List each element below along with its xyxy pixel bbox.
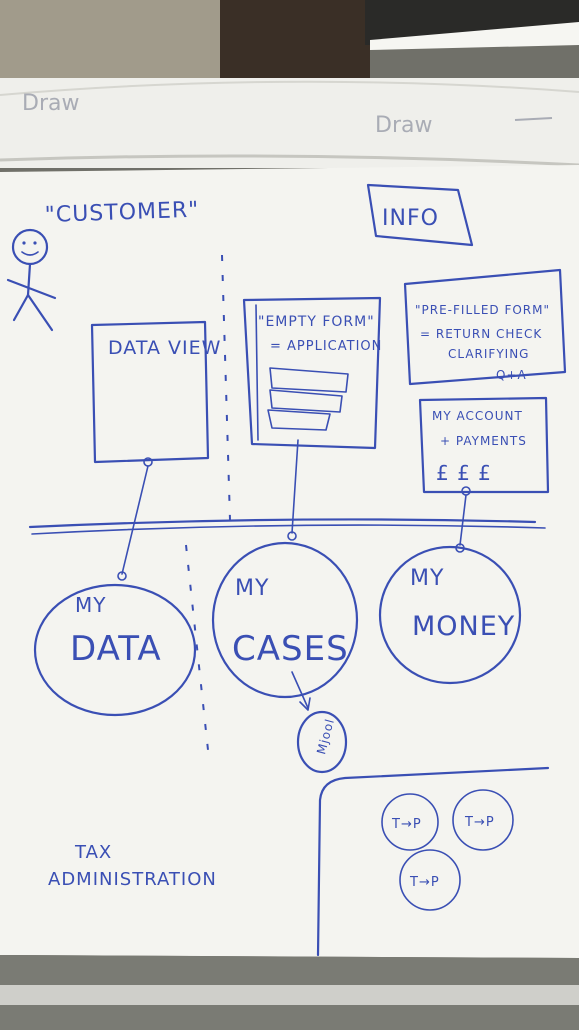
connector-data <box>121 465 149 575</box>
account-line3: £ £ £ <box>436 461 492 485</box>
workflow-area-border <box>316 766 550 957</box>
my-money-label-1: MY <box>410 566 444 591</box>
empty-form-line1: "EMPTY FORM" <box>258 314 375 330</box>
my-cases-label-1: MY <box>235 576 269 601</box>
my-money-circle[interactable]: MY MONEY <box>378 545 522 685</box>
tax-label-1: TAX <box>74 842 112 863</box>
separator-top <box>221 254 231 521</box>
form-fields-icon <box>267 367 349 431</box>
data-view-label: DATA VIEW <box>108 337 221 359</box>
my-data-label-1: MY <box>75 593 106 617</box>
prefilled-line4: Q+A <box>496 368 527 382</box>
connector-money <box>459 494 467 546</box>
prefilled-line3: CLARIFYING <box>448 347 529 361</box>
my-cases-circle[interactable]: MY CASES <box>211 541 359 699</box>
account-line2: + PAYMENTS <box>440 434 527 448</box>
workflow-node-3[interactable]: T→P <box>399 849 461 911</box>
tax-label-2: ADMINISTRATION <box>48 869 217 890</box>
workflow-node-2[interactable]: T→P <box>452 789 514 851</box>
ceiling-light <box>370 22 579 50</box>
info-label: INFO <box>382 206 439 231</box>
customer-label: "CUSTOMER" <box>44 198 199 228</box>
divider-line-2 <box>31 524 546 535</box>
account-panel[interactable]: MY ACCOUNT + PAYMENTS £ £ £ <box>418 396 550 496</box>
connector-cases <box>291 439 299 534</box>
wall-panel-left <box>0 0 220 80</box>
workflow-node-3-label: T→P <box>409 875 440 890</box>
data-view-panel[interactable]: DATA VIEW <box>90 320 221 467</box>
divider-line-1 <box>28 518 537 529</box>
my-money-label-2: MONEY <box>412 611 515 642</box>
my-cases-label-2: CASES <box>232 629 349 669</box>
empty-form-panel[interactable]: "EMPTY FORM" = APPLICATION <box>242 296 382 450</box>
workflow-node-2-label: T→P <box>464 815 495 830</box>
faint-draw-right: Draw <box>375 113 432 138</box>
empty-form-line2: = APPLICATION <box>270 339 382 354</box>
info-box[interactable]: INFO <box>366 183 474 247</box>
prefilled-line1: "PRE-FILLED FORM" <box>415 303 550 317</box>
flipchart-rolled-sheets <box>0 78 579 168</box>
customer-stick-figure <box>6 228 57 332</box>
faint-draw-left: Draw <box>22 91 79 116</box>
my-data-circle[interactable]: MY DATA <box>33 583 197 717</box>
paper-sheet <box>0 165 579 958</box>
prefilled-form-panel[interactable]: "PRE-FILLED FORM" = RETURN CHECK CLARIFY… <box>403 268 567 386</box>
my-data-label-2: DATA <box>70 629 162 669</box>
arrow-cases-to-node <box>291 671 309 709</box>
prefilled-line2: = RETURN CHECK <box>420 327 542 341</box>
workflow-node-1[interactable]: T→P <box>381 793 439 851</box>
account-line1: MY ACCOUNT <box>432 409 523 423</box>
workflow-node-1-label: T→P <box>391 817 422 832</box>
separator-bottom <box>185 544 209 751</box>
door-frame <box>220 0 370 80</box>
